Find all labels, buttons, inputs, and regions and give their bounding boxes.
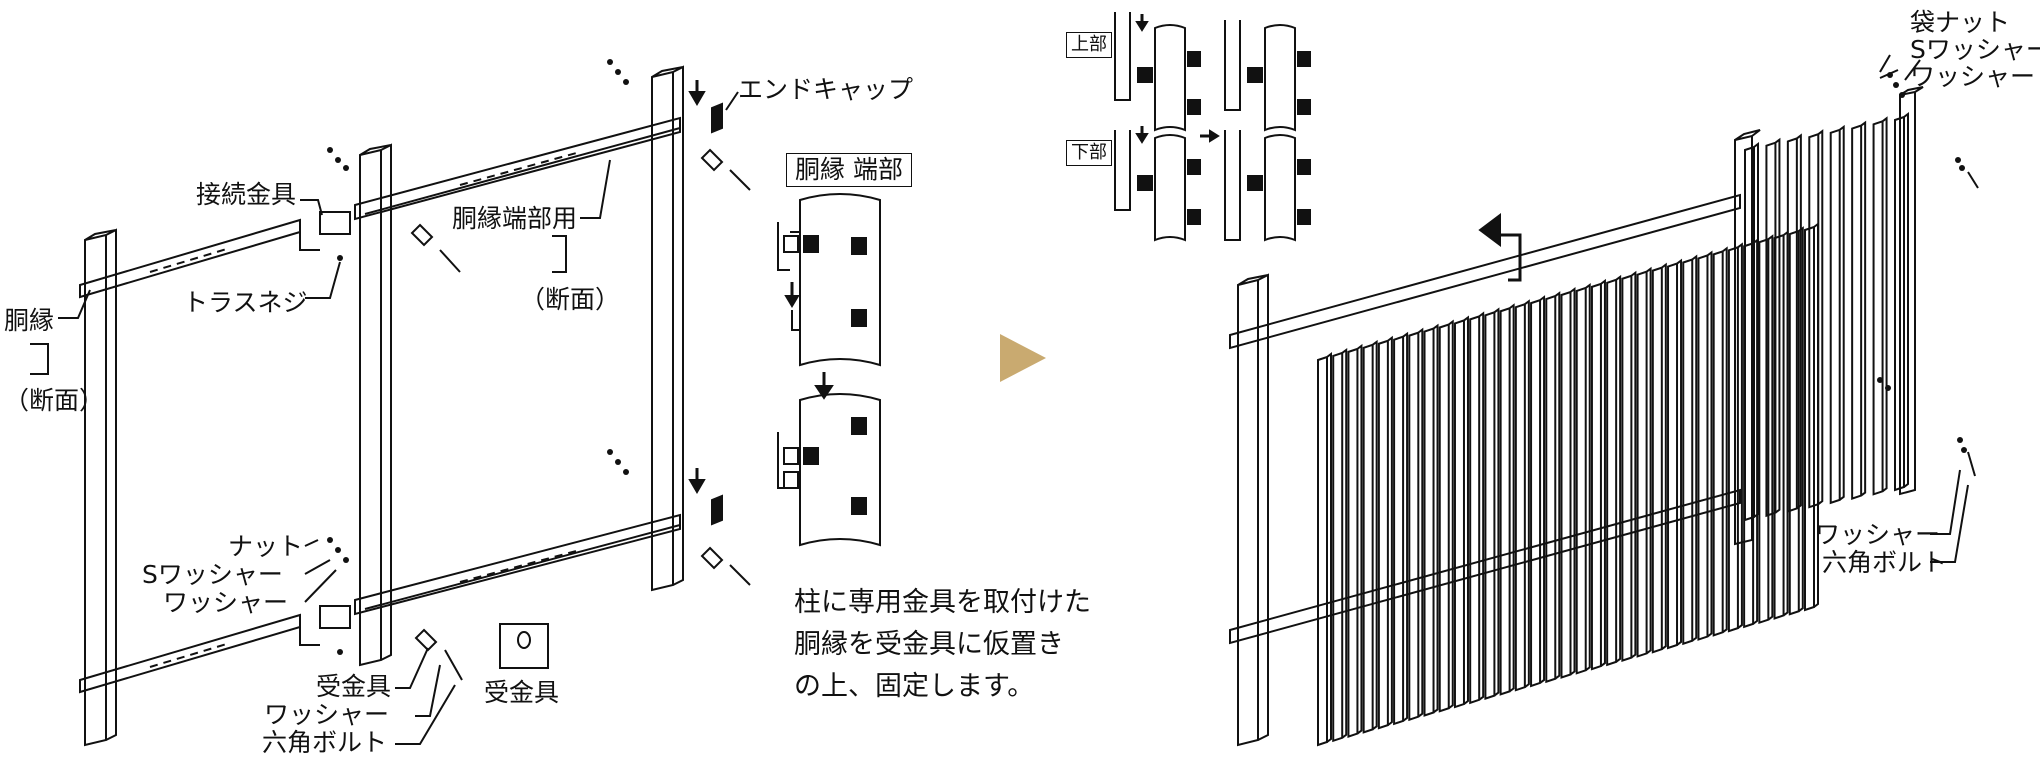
- label-truss-screw: トラスネジ: [183, 288, 308, 317]
- end-cap-lower: [711, 494, 723, 526]
- label-rail: 胴縁: [4, 306, 55, 335]
- picket-back-1: [1744, 142, 1759, 522]
- label-connector: 接続金具: [196, 180, 297, 209]
- picket-33: [1804, 222, 1819, 612]
- post-middle: [359, 143, 392, 667]
- label-end-cap: エンドキャップ: [738, 75, 914, 104]
- right-fence: [1229, 54, 1979, 747]
- label-cross-section-2: （断面）: [4, 386, 105, 415]
- lower-rail-right: [354, 513, 681, 616]
- picket-back-4: [1808, 129, 1824, 509]
- tag-upper: 上部: [1066, 32, 1112, 58]
- picket-6: [1393, 331, 1409, 726]
- picket-7: [1408, 327, 1424, 722]
- picket-back-8: [1894, 112, 1909, 492]
- connector-lower: [319, 605, 351, 629]
- picket-9: [1438, 319, 1454, 713]
- picket-8: [1423, 323, 1439, 717]
- picket-13: [1499, 303, 1515, 696]
- label-s-washer-right: Sワッシャー: [1910, 35, 2040, 64]
- tag-lower: 下部: [1066, 140, 1112, 166]
- label-washer: ワッシャー: [163, 588, 289, 617]
- detail-title: 胴縁 端部: [786, 153, 912, 187]
- picket-14: [1514, 299, 1530, 692]
- picket-20: [1606, 274, 1622, 667]
- label-rail-end-use: 胴縁端部用: [452, 204, 578, 233]
- label-hex-bolt: 六角ボルト: [262, 728, 388, 757]
- picket-22: [1636, 266, 1652, 658]
- picket-29: [1743, 238, 1759, 629]
- picket-2: [1332, 347, 1348, 743]
- label-s-washer: Sワッシャー: [142, 560, 283, 589]
- picket-12: [1484, 307, 1500, 700]
- picket-10: [1453, 315, 1469, 709]
- right-post-far: [1899, 86, 1924, 496]
- label-washer-2: ワッシャー: [264, 700, 390, 729]
- picket-19: [1590, 278, 1606, 671]
- picket-row: [1317, 112, 1909, 747]
- picket-back-7: [1872, 116, 1888, 496]
- top-bottom-detail: [1114, 12, 1311, 242]
- picket-back-3: [1786, 133, 1802, 513]
- connector-upper: [319, 211, 351, 235]
- upper-rail-right: [354, 116, 681, 221]
- right-post-left: [1237, 273, 1269, 747]
- label-cap-nut: 袋ナット: [1910, 8, 2011, 37]
- picket-28: [1727, 242, 1743, 633]
- picket-15: [1530, 295, 1546, 688]
- left-fence-frame: [30, 59, 751, 747]
- picket-4: [1362, 339, 1378, 734]
- label-washer-right-bottom: ワッシャー: [1815, 520, 1941, 549]
- picket-3: [1347, 343, 1363, 738]
- picket-30: [1758, 234, 1774, 625]
- picket-5: [1377, 335, 1393, 730]
- label-nut: ナット: [228, 532, 304, 561]
- end-cap-upper: [711, 102, 723, 134]
- picket-25: [1682, 254, 1698, 646]
- rail-end-detail: [777, 193, 881, 547]
- label-receiver-part: 受金具: [484, 678, 560, 707]
- right-post-right: [1734, 129, 1761, 546]
- label-hex-bolt-right: 六角ボルト: [1822, 548, 1948, 577]
- picket-1: [1317, 352, 1332, 747]
- next-step-arrow: [1000, 334, 1046, 382]
- receiver-bracket-icon: [499, 623, 549, 669]
- picket-16: [1545, 291, 1561, 684]
- picket-back-5: [1829, 124, 1845, 505]
- picket-23: [1651, 262, 1667, 654]
- label-washer-right-top: ワッシャー: [1910, 62, 2036, 91]
- picket-24: [1667, 258, 1683, 650]
- picket-27: [1712, 246, 1728, 637]
- post-right: [651, 65, 684, 592]
- instruction-note: 柱に専用金具を取付けた 胴縁を受金具に仮置き の上、固定します。: [794, 587, 1091, 702]
- picket-17: [1560, 287, 1576, 679]
- picket-31: [1773, 230, 1789, 620]
- picket-18: [1575, 282, 1591, 675]
- picket-21: [1621, 270, 1637, 663]
- post-left: [84, 228, 117, 747]
- label-receiver: 受金具: [316, 672, 392, 701]
- picket-26: [1697, 250, 1713, 641]
- label-cross-section-1: （断面）: [520, 285, 621, 314]
- lower-rail-left: [79, 613, 301, 694]
- picket-back-2: [1765, 137, 1781, 518]
- picket-back-6: [1851, 120, 1867, 500]
- picket-11: [1469, 311, 1485, 705]
